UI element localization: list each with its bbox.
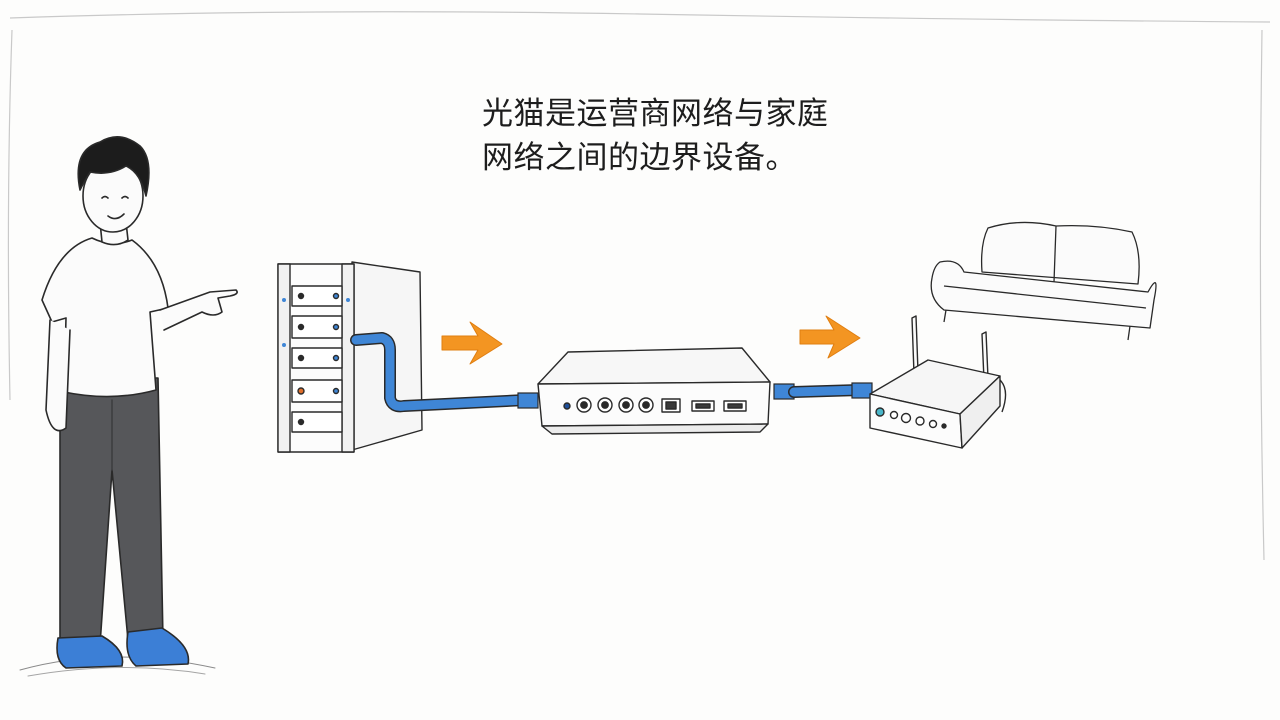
arrow-right-icon: [441, 321, 503, 365]
sketch-frame: [7, 11, 1271, 561]
router-icon: [869, 315, 1007, 449]
person-figure-icon: [19, 136, 238, 677]
diagram-caption: 光猫是运营商网络与家庭 网络之间的边界设备。: [482, 92, 842, 180]
caption-line-1: 光猫是运营商网络与家庭: [482, 96, 829, 132]
sofa-icon: [930, 221, 1157, 341]
cable-modem-to-router: [773, 382, 873, 400]
caption-line-2: 网络之间的边界设备。: [482, 140, 797, 176]
optical-modem-icon: [537, 347, 771, 435]
cable-server-to-modem: [350, 332, 539, 413]
arrow-right-icon: [799, 315, 861, 359]
server-rack-icon: [277, 261, 423, 453]
